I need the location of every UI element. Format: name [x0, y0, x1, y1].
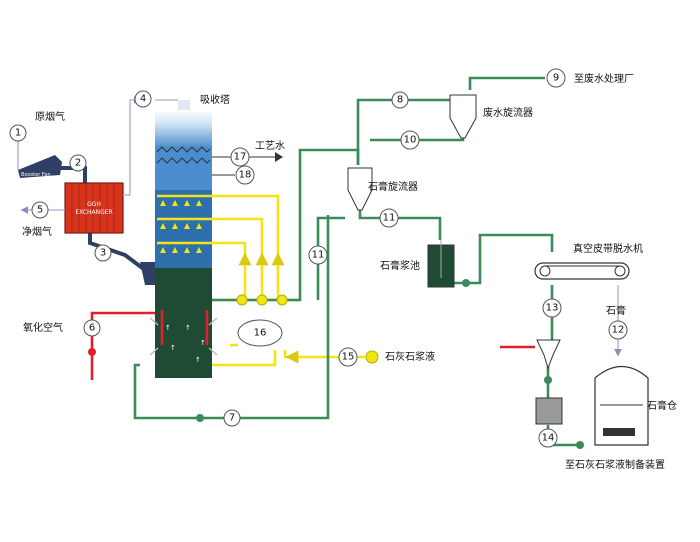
svg-text:↑: ↑ [200, 339, 206, 347]
label-limestone-slurry: 石灰石浆液 [385, 350, 435, 363]
ggh-heat-exchanger: GGH EXCHANGER [64, 182, 124, 234]
marker-7-label: 7 [229, 413, 235, 424]
marker-10-label: 10 [404, 135, 417, 146]
fan-label: Booster Fan [21, 172, 51, 178]
label-vacuum-belt: 真空皮带脱水机 [573, 242, 643, 255]
marker-13-label: 13 [546, 303, 559, 314]
marker-15-label: 15 [342, 352, 355, 363]
marker-5-label: 5 [37, 205, 43, 216]
marker-11a [379, 208, 399, 228]
marker-17 [230, 147, 250, 167]
marker-8-label: 8 [397, 95, 403, 106]
label-gypsum-slurry-tank: 石膏浆池 [380, 259, 420, 272]
pumps [88, 279, 584, 449]
wastewater-cyclone [449, 94, 477, 139]
marker-1-label: 1 [15, 128, 21, 139]
vacuum-belt-filter [534, 262, 630, 280]
svg-text:↑: ↑ [185, 324, 191, 332]
marker-2-label: 2 [75, 158, 81, 169]
gypsum-slurry-tank [427, 240, 455, 288]
label-raw-flue-gas: 原烟气 [35, 110, 65, 123]
label-clean-flue-gas: 净烟气 [22, 225, 52, 238]
marker-4 [134, 90, 152, 108]
marker-10 [400, 130, 420, 150]
label-to-wastewater-plant: 至废水处理厂 [574, 72, 634, 85]
booster-fan: Booster Fan [18, 155, 62, 178]
gypsum-silo [594, 366, 649, 446]
marker-1 [9, 124, 27, 142]
marker-9 [546, 68, 566, 88]
marker-16-label: 16 [254, 328, 267, 339]
marker-13 [542, 298, 562, 318]
marker-11b [308, 245, 328, 265]
label-gypsum-cyclone: 石膏旋流器 [368, 180, 418, 193]
marker-16 [237, 319, 283, 347]
markers: 1 2 3 4 5 6 7 8 9 10 11 11 12 13 14 15 1… [9, 68, 628, 448]
marker-14-label: 14 [542, 433, 555, 444]
marker-6-label: 6 [89, 323, 95, 334]
marker-18 [235, 165, 255, 185]
marker-3 [94, 244, 112, 262]
marker-9-label: 9 [553, 73, 559, 84]
marker-3-label: 3 [100, 248, 106, 259]
marker-2 [69, 154, 87, 172]
marker-11a-label: 11 [383, 213, 396, 224]
ggh-label-1: GGH [87, 201, 101, 208]
marker-17-label: 17 [234, 152, 247, 163]
label-gypsum: 石膏 [606, 304, 626, 317]
secondary-cyclone [536, 339, 561, 370]
svg-text:↑: ↑ [170, 344, 176, 352]
label-oxidation-air: 氧化空气 [23, 321, 63, 334]
absorber-tower: ↑ ↑ ↑ ↑ ↑ [140, 100, 218, 378]
text-labels: 原烟气 吸收塔 工艺水 净烟气 氧化空气 石灰石浆液 石膏旋流器 废水旋流器 至… [22, 72, 677, 471]
marker-8 [391, 91, 409, 109]
marker-7 [223, 409, 241, 427]
marker-18-label: 18 [239, 170, 252, 181]
svg-text:↑: ↑ [165, 324, 171, 332]
marker-15 [338, 347, 358, 367]
marker-6 [83, 319, 101, 337]
marker-12 [608, 320, 628, 340]
marker-11b-label: 11 [312, 250, 325, 261]
label-process-water: 工艺水 [255, 140, 285, 152]
label-to-limestone-prep: 至石灰石浆液制备装置 [565, 458, 665, 471]
marker-12-label: 12 [612, 325, 625, 336]
label-wastewater-cyclone: 废水旋流器 [483, 106, 533, 119]
marker-14 [538, 428, 558, 448]
marker-5 [31, 201, 49, 219]
recirculation-lines [212, 194, 365, 367]
marker-4-label: 4 [140, 94, 146, 105]
ggh-label-2: EXCHANGER [75, 209, 112, 216]
filtrate-tank [535, 397, 563, 425]
label-absorber: 吸收塔 [200, 93, 230, 106]
svg-text:↑: ↑ [195, 356, 201, 364]
gypsum-cyclone [347, 167, 373, 211]
label-gypsum-silo: 石膏仓 [647, 399, 677, 412]
